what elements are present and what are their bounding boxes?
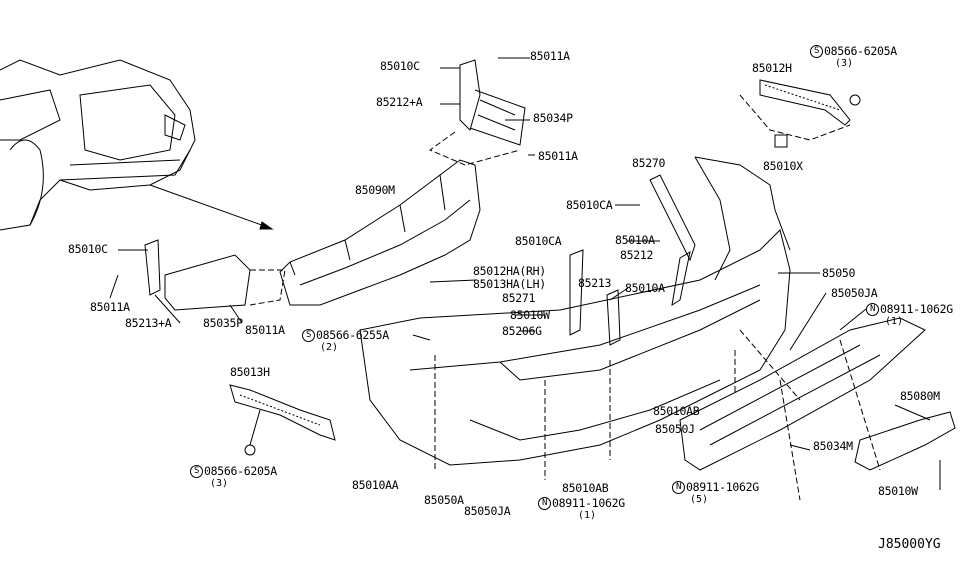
part-label: 85011A (90, 300, 130, 314)
quantity: (2) (320, 342, 339, 353)
quantity: (3) (835, 58, 854, 69)
part-label: 85213+A (125, 316, 172, 330)
part-number: 08911-1062G (880, 302, 953, 316)
part-label: 85011A (245, 323, 285, 337)
screw-symbol-icon: S (190, 465, 203, 478)
part-number: 08566-6255A (316, 328, 389, 342)
part-label: 85212 (620, 248, 654, 262)
screw-symbol-icon: S (302, 329, 315, 342)
part-label: 85080M (900, 389, 940, 403)
part-label: 85090M (355, 183, 395, 197)
part-label: 85010AA (352, 478, 399, 492)
part-label: 85206G (502, 324, 542, 338)
part-label: 85010CA (515, 234, 562, 248)
part-number: 08911-1062G (552, 496, 625, 510)
part-label: 85213 (578, 276, 612, 290)
quantity: (5) (690, 494, 709, 505)
part-label: 85011A (530, 49, 570, 63)
part-label: 85013H (230, 365, 270, 379)
part-label: 85034M (813, 439, 853, 453)
part-label: 85012H (752, 61, 792, 75)
part-label: 85010AB (653, 404, 700, 418)
part-label: 85050 (822, 266, 856, 280)
part-number: 08566-6205A (204, 464, 277, 478)
quantity: (1) (578, 510, 597, 521)
part-label: 85012HA(RH) (473, 264, 546, 278)
part-label: 85013HA(LH) (473, 277, 546, 291)
part-number: 08911-1062G (686, 480, 759, 494)
part-label: 85010W (510, 308, 550, 322)
part-label: 85050JA (464, 504, 511, 518)
part-label: 85050J (655, 422, 695, 436)
part-label: 85034P (533, 111, 573, 125)
diagram-code: J85000YG (878, 537, 941, 552)
part-label: 85010C (68, 242, 108, 256)
nut-symbol-icon: N (866, 303, 879, 316)
part-label: 85035P (203, 316, 243, 330)
nut-symbol-icon: N (538, 497, 551, 510)
arrow-line (149, 184, 271, 229)
part-label: 85010C (380, 59, 420, 73)
part-label: 85010W (878, 484, 918, 498)
nut-symbol-icon: N (672, 481, 685, 494)
part-label: 85010A (615, 233, 655, 247)
screw-symbol-icon: S (810, 45, 823, 58)
part-label: 85270 (632, 156, 666, 170)
part-label: 85010AB (562, 481, 609, 495)
quantity: (3) (210, 478, 229, 489)
part-label: 85011A (538, 149, 578, 163)
part-label: 85212+A (376, 95, 423, 109)
part-label: 85050JA (831, 286, 878, 300)
part-label: 85050A (424, 493, 464, 507)
part-label: 85010CA (566, 198, 613, 212)
vehicle-illustration (0, 59, 196, 231)
part-label: 85271 (502, 291, 536, 305)
part-label: 85010X (763, 159, 803, 173)
quantity: (1) (885, 316, 904, 327)
part-label: 85010A (625, 281, 665, 295)
part-number: 08566-6205A (824, 44, 897, 58)
